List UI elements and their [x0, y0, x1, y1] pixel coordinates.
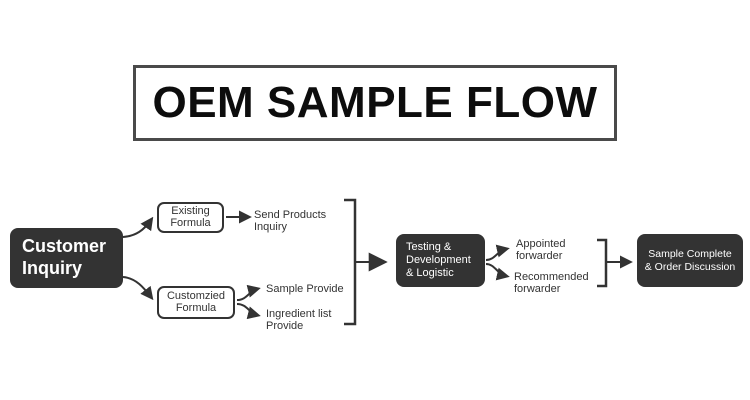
title-box: OEM SAMPLE FLOW — [133, 65, 617, 141]
node-customized-formula: Customzied Formula — [157, 286, 235, 319]
node-customized-formula-label: Customzied Formula — [166, 289, 226, 314]
page-title: OEM SAMPLE FLOW — [152, 78, 598, 127]
label-recommended-forwarder: Recommended forwarder — [514, 271, 589, 296]
bracket-formula-outputs — [344, 198, 357, 326]
edge-customer-to-customized-arrow — [122, 276, 154, 301]
edge-testing-to-recommended-arrow — [485, 263, 510, 281]
node-customer-inquiry: Customer Inquiry — [10, 228, 123, 288]
node-testing-development-logistic-label: Testing & Development & Logistic — [406, 240, 471, 280]
node-existing-formula-label: Existing Formula — [170, 204, 211, 229]
edge-customized-to-sampleprovide-arrow — [236, 284, 261, 301]
bracket-forwarder-outputs — [597, 238, 608, 288]
edge-customized-to-ingredient-arrow — [236, 303, 261, 320]
label-send-products-inquiry: Send Products Inquiry — [254, 209, 327, 234]
label-sample-provide: Sample Provide — [266, 283, 344, 295]
label-appointed-forwarder: Appointed forwarder — [516, 238, 566, 263]
node-sample-complete-order-discussion-label: Sample Complete & Order Discussion — [644, 247, 736, 273]
node-customer-inquiry-label: Customer Inquiry — [22, 236, 107, 278]
edge-testing-to-appointed-arrow — [485, 244, 510, 261]
node-testing-development-logistic: Testing & Development & Logistic — [396, 234, 485, 287]
node-sample-complete-order-discussion: Sample Complete & Order Discussion — [637, 234, 743, 287]
node-existing-formula: Existing Formula — [157, 202, 224, 233]
edge-customer-to-existing-arrow — [122, 216, 154, 238]
label-ingredient-list-provide: Ingredient list Provide — [266, 308, 332, 333]
